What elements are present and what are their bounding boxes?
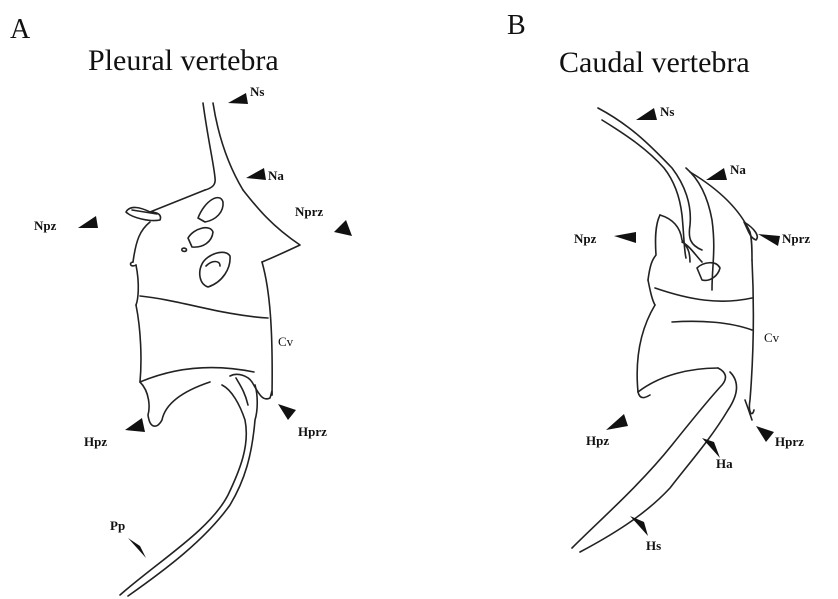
pleural-arrows <box>78 93 352 558</box>
label-hprz: Hprz <box>775 434 804 449</box>
label-hpz: Hpz <box>586 433 609 448</box>
label-hs: Hs <box>646 538 661 553</box>
label-nprz: Nprz <box>782 231 810 246</box>
label-cv: Cv <box>764 330 780 345</box>
label-hpz: Hpz <box>84 434 107 449</box>
label-ha: Ha <box>716 456 733 471</box>
label-npz: Npz <box>34 218 57 233</box>
label-na: Na <box>268 168 284 183</box>
label-npz: Npz <box>574 231 597 246</box>
label-na: Na <box>730 162 746 177</box>
label-cv: Cv <box>278 334 294 349</box>
label-pp: Pp <box>110 518 125 533</box>
label-ns: Ns <box>660 104 674 119</box>
label-nprz: Nprz <box>295 204 323 219</box>
label-hprz: Hprz <box>298 424 327 439</box>
label-ns: Ns <box>250 84 264 99</box>
